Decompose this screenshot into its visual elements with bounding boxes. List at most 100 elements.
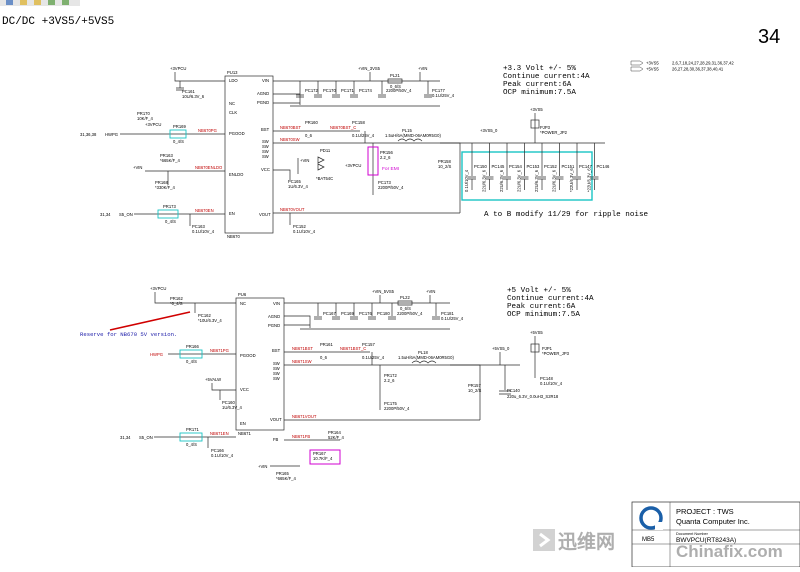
svg-text:0.1U/10V_4: 0.1U/10V_4 bbox=[211, 453, 234, 458]
svg-text:HWPG: HWPG bbox=[105, 132, 118, 137]
svg-text:PC167: PC167 bbox=[323, 311, 336, 316]
spec-5v-line2: Continue current:4A bbox=[507, 295, 594, 303]
svg-text:2.2_6: 2.2_6 bbox=[380, 155, 391, 160]
svg-text:1.5uH/6A(MMD-06AM0R5G0): 1.5uH/6A(MMD-06AM0R5G0) bbox=[385, 133, 441, 138]
svg-text:PL21: PL21 bbox=[390, 73, 400, 78]
svg-text:0.1U/25V_4: 0.1U/25V_4 bbox=[441, 316, 464, 321]
svg-text:220u_6.3V_0.0uH3_S2R18: 220u_6.3V_0.0uH3_S2R18 bbox=[507, 394, 559, 399]
output-cap-pc154 bbox=[503, 143, 511, 190]
svg-text:CLK: CLK bbox=[229, 110, 237, 115]
for-emi-note: For EMI bbox=[382, 166, 399, 172]
svg-text:0_4/S: 0_4/S bbox=[186, 442, 197, 447]
svg-text:PR157: PR157 bbox=[468, 383, 481, 388]
svg-text:*BAT54C: *BAT54C bbox=[316, 176, 333, 181]
svg-text:PR169: PR169 bbox=[173, 124, 186, 129]
svg-text:+5VS5: +5VS5 bbox=[530, 330, 543, 335]
svg-text:NC: NC bbox=[229, 101, 235, 106]
svg-text:+VIN_5VS5: +VIN_5VS5 bbox=[372, 289, 395, 294]
svg-text:BST: BST bbox=[272, 348, 281, 353]
output-cap-bank-3vs5 bbox=[461, 151, 593, 201]
pr166-highlight bbox=[179, 349, 203, 359]
svg-text:10U/6.3V_6: 10U/6.3V_6 bbox=[182, 94, 205, 99]
doc-number: BWVPCU(RT8243A) bbox=[676, 537, 736, 544]
svg-text:+3VPCU: +3VPCU bbox=[170, 66, 186, 71]
toolbar-back-icon[interactable] bbox=[6, 0, 13, 5]
svg-text:NB670BST: NB670BST bbox=[280, 125, 301, 130]
svg-text:VCC: VCC bbox=[261, 167, 270, 172]
svg-text:31,34: 31,34 bbox=[100, 212, 111, 217]
svg-text:+VIN: +VIN bbox=[258, 464, 267, 469]
output-cap-value: 22U/6.3V_6 bbox=[499, 169, 504, 192]
svg-text:PC176: PC176 bbox=[359, 311, 372, 316]
output-cap-pc153 bbox=[520, 143, 529, 190]
svg-text:EN: EN bbox=[240, 421, 246, 426]
output-cap-value: *22U/6.3V_6 bbox=[587, 168, 592, 192]
svg-text:SW: SW bbox=[273, 366, 280, 371]
svg-text:10_2/S: 10_2/S bbox=[468, 388, 481, 393]
svg-text:S5_ON: S5_ON bbox=[139, 435, 153, 440]
svg-text:PC174: PC174 bbox=[359, 88, 372, 93]
svg-text:PJP1: PJP1 bbox=[542, 346, 553, 351]
svg-text:PC161: PC161 bbox=[182, 89, 195, 94]
svg-text:2200P/50V_4: 2200P/50V_4 bbox=[378, 185, 404, 190]
spec-3v-line2: Continue current:4A bbox=[503, 73, 590, 81]
offpage-ref-5vs5: +5VS5 26,27,28,30,36,37,38,40,41 bbox=[630, 67, 724, 72]
svg-text:SW: SW bbox=[273, 376, 280, 381]
toolbar-forward-icon[interactable] bbox=[48, 0, 55, 5]
svg-text:+3VPCU: +3VPCU bbox=[345, 163, 361, 168]
input-cap-bank-lower: PC167 PC169 PC176 PC180 2200P/50V_4 PC18… bbox=[300, 303, 464, 330]
output-cap-value: 22U/6.3V_6 bbox=[534, 169, 539, 192]
toolbar-refresh-icon[interactable] bbox=[62, 0, 69, 5]
svg-text:NB670EN: NB670EN bbox=[195, 208, 214, 213]
pjp3-jumper bbox=[530, 119, 540, 129]
svg-text:PC163: PC163 bbox=[192, 224, 205, 229]
pl21-inductor bbox=[387, 78, 403, 84]
toolbar-folder-icon[interactable] bbox=[20, 0, 27, 5]
pjp1-jumper bbox=[530, 343, 540, 353]
svg-text:EN: EN bbox=[229, 211, 235, 216]
svg-text:PC172: PC172 bbox=[305, 88, 318, 93]
spec-5v-line1: +5 Volt +/- 5% bbox=[507, 287, 571, 295]
output-cap-pc146 bbox=[590, 143, 599, 190]
svg-text:NB671PG: NB671PG bbox=[210, 348, 229, 353]
sheet-size: MB5 bbox=[642, 537, 655, 543]
svg-text:PC175: PC175 bbox=[384, 401, 397, 406]
svg-text:52K/F_4: 52K/F_4 bbox=[328, 435, 345, 440]
svg-text:PC181: PC181 bbox=[441, 311, 454, 316]
svg-text:2.2_6: 2.2_6 bbox=[384, 378, 395, 383]
svg-text:0_6/S: 0_6/S bbox=[390, 84, 401, 89]
svg-text:PC171: PC171 bbox=[341, 88, 354, 93]
pl18-inductor bbox=[411, 360, 437, 364]
svg-text:PGOOD: PGOOD bbox=[240, 353, 256, 358]
svg-text:FB: FB bbox=[273, 437, 279, 442]
svg-text:PC180: PC180 bbox=[377, 311, 390, 316]
svg-text:+3VS5: +3VS5 bbox=[646, 61, 659, 66]
page-title: DC/DC +3VS5/+5VS5 bbox=[2, 16, 114, 28]
toolbar-open-icon[interactable] bbox=[34, 0, 41, 5]
svg-text:PC152: PC152 bbox=[293, 224, 306, 229]
svg-text:PJP3: PJP3 bbox=[540, 125, 551, 130]
svg-text:0.1U/10V_4: 0.1U/10V_4 bbox=[293, 229, 316, 234]
svg-text:+VIN: +VIN bbox=[300, 158, 309, 163]
svg-text:AGND: AGND bbox=[257, 91, 269, 96]
watermark-logo-icon bbox=[533, 529, 555, 551]
svg-text:PC157: PC157 bbox=[362, 342, 375, 347]
svg-text:PGOOD: PGOOD bbox=[229, 131, 245, 136]
company-name: Quanta Computer Inc. bbox=[676, 517, 750, 526]
svg-text:S5_ON: S5_ON bbox=[119, 212, 133, 217]
svg-text:PC165: PC165 bbox=[288, 179, 301, 184]
svg-text:PD11: PD11 bbox=[320, 148, 331, 153]
svg-text:SW: SW bbox=[262, 154, 269, 159]
circuit-5vs5: PU6 NB671 NC PGOOD VCC EN VIN AGND PGND … bbox=[80, 286, 594, 481]
input-cap-bank-upper: PC172 PC170 PC171 PC174 2200P/50V_4 PC17… bbox=[290, 81, 455, 107]
circuit-3vs5: PU13 NB670 LDO NC CLK PGOOD ENLDO EN VIN… bbox=[80, 65, 648, 239]
svg-text:1.5uH/6A(MMD-06AM0R5G0): 1.5uH/6A(MMD-06AM0R5G0) bbox=[398, 355, 454, 360]
output-cap-pc151 bbox=[555, 143, 564, 190]
reserve-arrow bbox=[109, 311, 191, 331]
svg-text:PC170: PC170 bbox=[323, 88, 336, 93]
svg-text:PC160: PC160 bbox=[222, 400, 235, 405]
svg-text:*10U/6.3V_4: *10U/6.3V_4 bbox=[198, 318, 222, 323]
svg-text:NB670ENLDO: NB670ENLDO bbox=[195, 165, 223, 170]
ic-part-lower: NB671 bbox=[238, 431, 251, 436]
svg-text:PGND: PGND bbox=[268, 323, 280, 328]
